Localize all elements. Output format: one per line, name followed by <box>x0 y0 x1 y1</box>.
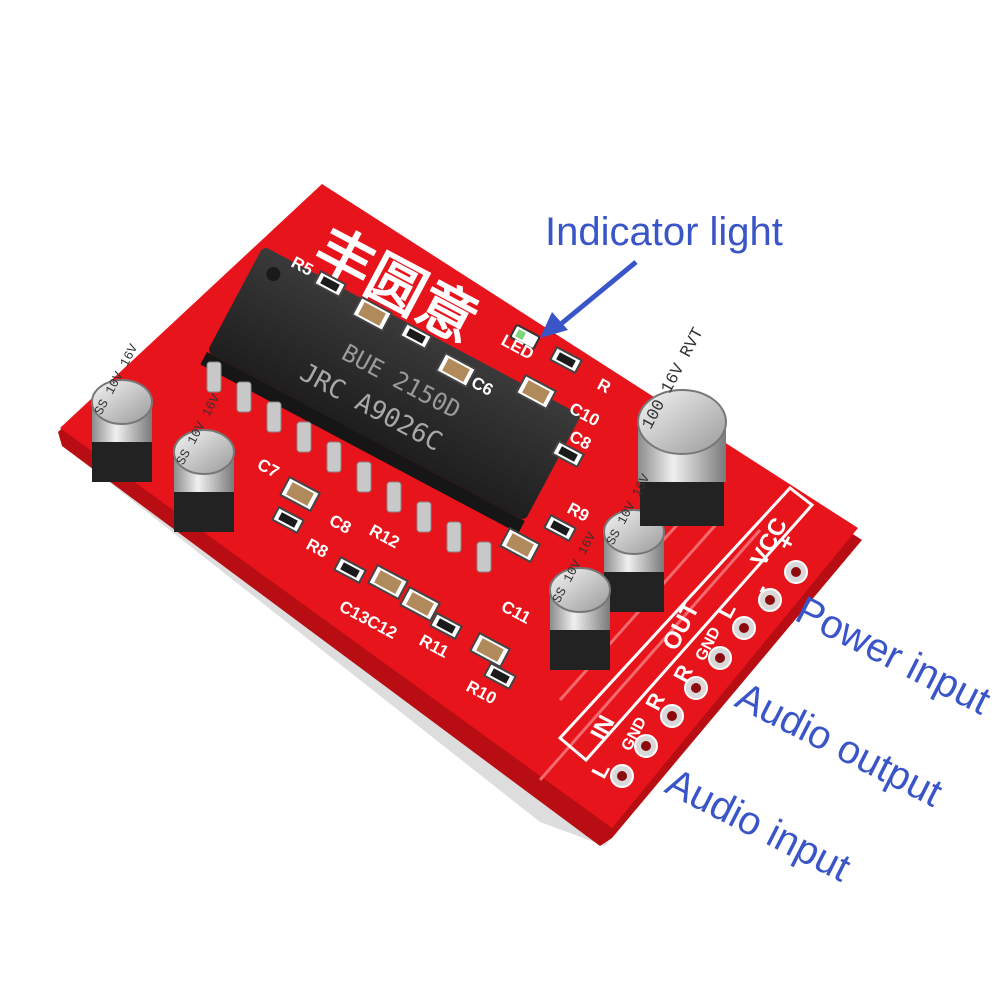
smd-body <box>558 446 578 462</box>
ic-chip <box>200 248 580 534</box>
chip-pin <box>266 401 282 433</box>
chip-pin <box>236 381 252 413</box>
smd-capacitor <box>498 526 542 564</box>
pcb-trace <box>538 529 762 781</box>
capacitor-small-2 <box>173 429 235 532</box>
terminal-hole <box>715 653 725 663</box>
smd-capacitor <box>350 295 394 333</box>
chip-pin <box>206 361 222 393</box>
callout-indicator-light: Indicator light <box>545 210 783 254</box>
chip-pins <box>206 361 492 573</box>
smd-capacitor <box>366 563 410 601</box>
smd-body <box>358 302 386 326</box>
smd-body <box>522 380 550 404</box>
smd-body <box>374 570 402 594</box>
chip-pin <box>416 501 432 533</box>
led-lens <box>515 329 526 341</box>
terminal-hole <box>765 595 775 605</box>
smd-components <box>271 269 585 691</box>
smd-resistor <box>271 505 305 535</box>
smd-capacitor <box>468 631 512 669</box>
smd-body <box>278 512 298 528</box>
smd-resistor <box>543 513 577 543</box>
capacitor-large <box>637 389 727 526</box>
smd-capacitor <box>514 373 558 411</box>
smd-body <box>442 358 470 382</box>
smd-resistor <box>429 611 463 641</box>
smd-body <box>436 618 456 634</box>
capacitor-small-4 <box>549 567 611 670</box>
smd-body <box>550 520 570 536</box>
chip-pin <box>356 461 372 493</box>
indicator-arrow-head <box>540 312 568 338</box>
terminal-hole <box>739 623 749 633</box>
smd-resistor <box>551 439 585 469</box>
smd-resistor <box>333 555 367 585</box>
smd-body <box>320 276 340 292</box>
chip-pin <box>326 441 342 473</box>
smd-resistor <box>399 321 433 351</box>
capacitor-small-1 <box>91 379 153 482</box>
indicator-arrow-line <box>554 260 638 330</box>
terminal-holes <box>610 560 808 788</box>
terminal-hole <box>617 771 627 781</box>
smd-body <box>406 592 434 616</box>
chip-pin <box>296 421 312 453</box>
smd-body <box>490 668 510 684</box>
terminal-outline <box>557 485 815 763</box>
terminal-hole <box>691 683 701 693</box>
smd-resistor <box>549 345 583 375</box>
smd-body <box>406 328 426 344</box>
chip-pin <box>386 481 402 513</box>
smd-capacitor <box>398 585 442 623</box>
smd-resistor <box>483 661 517 691</box>
chip-pin <box>476 541 492 573</box>
smd-capacitor <box>278 475 322 513</box>
smd-capacitor <box>434 351 478 389</box>
smd-resistor <box>313 269 347 299</box>
terminal-hole <box>641 741 651 751</box>
chip-pin <box>446 521 462 553</box>
capacitor-small-3 <box>603 509 665 612</box>
smd-body <box>340 562 360 578</box>
smd-body <box>476 638 504 662</box>
smd-body <box>286 482 314 506</box>
terminal-hole <box>791 567 801 577</box>
smd-body <box>506 533 534 557</box>
smd-body <box>556 352 576 368</box>
terminal-hole <box>667 711 677 721</box>
